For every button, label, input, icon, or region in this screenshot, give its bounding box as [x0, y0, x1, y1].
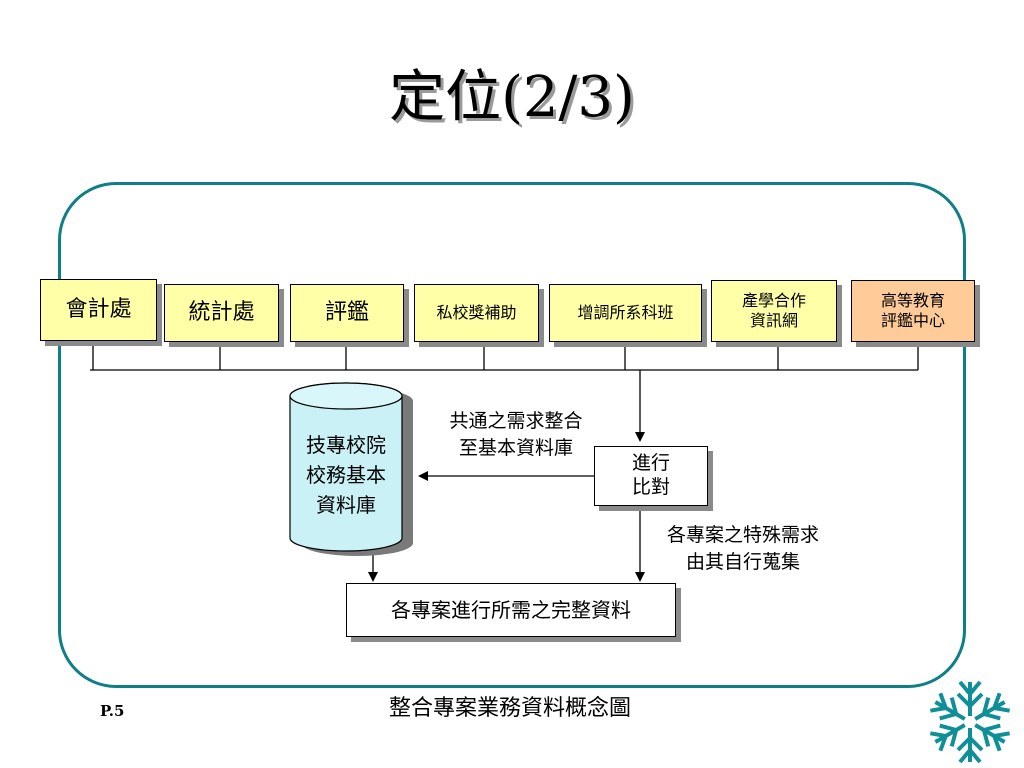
dept-box-private-school-subsidy: 私校獎補助: [414, 284, 539, 342]
dept-box-accounting: 會計處: [40, 279, 157, 341]
diagram-caption: 整合專案業務資料概念圖: [388, 696, 631, 721]
snowflake-logo-icon: [927, 680, 1013, 764]
special-needs-note: 各專案之特殊需求 由其自行蒐集: [666, 524, 819, 573]
dept-box-statistics: 統計處: [164, 284, 279, 342]
database-label: 技專校院 校務基本 資料庫: [306, 433, 386, 517]
dept-box-industry-academia: 產學合作 資訊網: [711, 280, 837, 342]
compare-box: 進行 比對: [594, 446, 708, 506]
result-box: 各專案進行所需之完整資料: [346, 583, 676, 637]
page-title: 定位(2/3): [389, 65, 635, 130]
page-number: P.5: [100, 702, 125, 720]
dept-box-heeact: 高等教育 評鑑中心: [851, 280, 975, 342]
dept-box-program-adjustment: 增調所系科班: [549, 284, 702, 342]
database-cylinder: [289, 382, 413, 556]
common-needs-note: 共通之需求整合 至基本資料庫: [449, 410, 583, 459]
dept-box-evaluation: 評鑑: [290, 284, 404, 342]
diagram-frame: [58, 182, 966, 688]
